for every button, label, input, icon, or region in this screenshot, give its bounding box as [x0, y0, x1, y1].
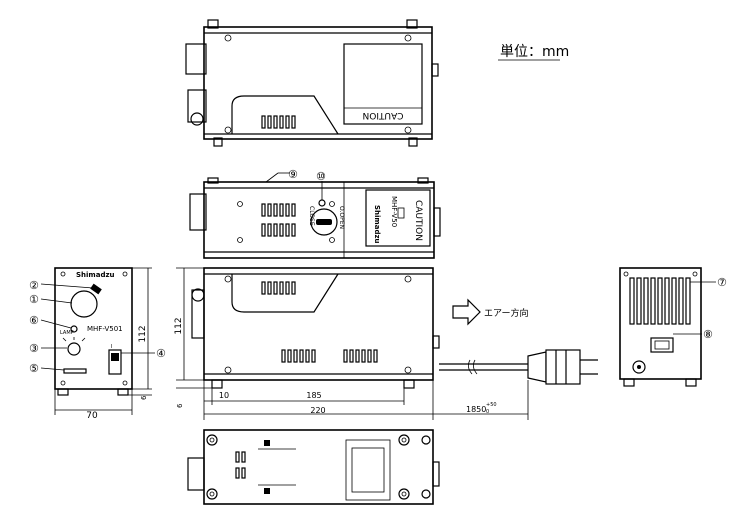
svg-text:O.OPEN: O.OPEN — [338, 206, 345, 229]
dim-base-front: 6 — [140, 395, 148, 400]
dim-cable-tol-upper: +50 — [486, 402, 497, 408]
dim-span-185: 185 — [306, 391, 321, 400]
svg-text:Shimadzu: Shimadzu — [373, 205, 381, 244]
dim-cable-length: 1850 — [466, 405, 486, 414]
svg-text:CLOSE: CLOSE — [308, 206, 315, 226]
callout-9: ⑨ — [288, 168, 298, 181]
svg-text:I: I — [111, 344, 112, 350]
rear-view: ⑦ ⑧ — [619, 267, 727, 387]
caution-label-rotated: CAUTION — [413, 200, 423, 241]
bottom-view — [187, 429, 440, 505]
dim-height-side: 112 — [174, 317, 184, 334]
dim-offset-10: 10 — [219, 391, 229, 400]
callout-3: ③ — [29, 342, 39, 355]
svg-text:Shimadzu: Shimadzu — [76, 271, 115, 279]
callout-7: ⑦ — [717, 276, 727, 289]
callout-6: ⑥ — [29, 314, 39, 327]
airflow-label: エアー方向 — [484, 307, 528, 319]
dim-length-220: 220 — [310, 406, 325, 415]
top-side-view: CAUTION — [185, 19, 439, 147]
unit-label: 単位：mm — [500, 44, 569, 60]
lens-port-icon — [70, 290, 98, 318]
side-view: エアー方向 112 6 10 185 220 1850 +50 0 — [174, 267, 598, 420]
callout-1: ① — [29, 293, 39, 306]
callout-8: ⑧ — [703, 328, 713, 341]
knob-icon — [310, 208, 338, 236]
caution-label-top: CAUTION — [363, 110, 404, 120]
dim-width-front: 70 — [86, 411, 98, 421]
dim-height-front: 112 — [138, 325, 148, 342]
model-label-rotated: MHF-V50 — [390, 196, 398, 227]
connector-icon — [650, 337, 674, 353]
svg-text:LAMP: LAMP — [60, 330, 74, 336]
model-label-front: MHF-V501 — [87, 325, 123, 333]
front-view: Shimadzu LAMP MHF-V501 I ② ① ⑥ ③ ⑤ ④ — [29, 267, 166, 421]
callout-4: ④ — [156, 347, 166, 360]
dim-base-side: 6 — [176, 403, 184, 408]
callout-2: ② — [29, 279, 39, 292]
dial-icon — [67, 342, 81, 356]
airflow-arrow-icon — [452, 298, 481, 326]
callout-10: ⑩ — [316, 170, 326, 183]
power-switch-icon — [108, 349, 122, 375]
top-view: O.OPEN CLOSE CAUTION MHF-V50 Shimadzu ⑨ … — [189, 168, 441, 259]
callout-5: ⑤ — [29, 362, 39, 375]
dim-cable-tol-lower: 0 — [486, 409, 489, 415]
